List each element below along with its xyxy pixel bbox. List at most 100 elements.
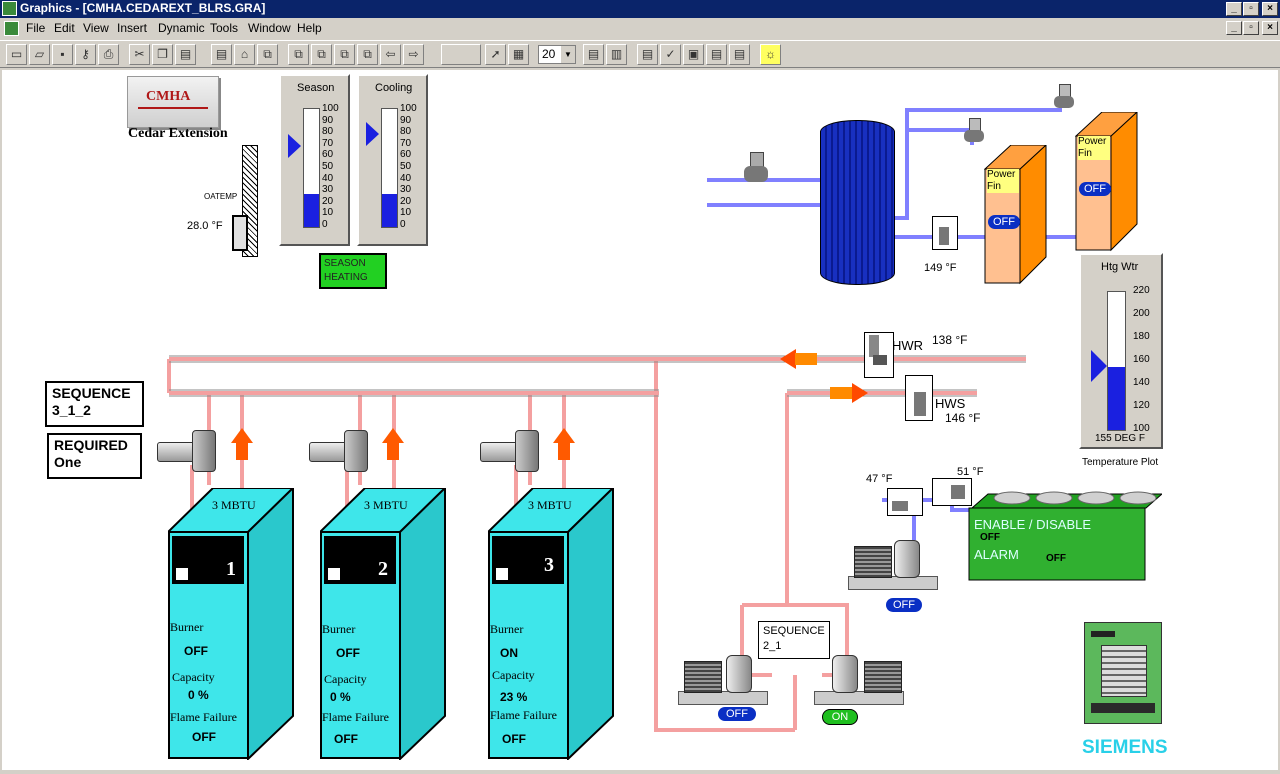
pump-right-icon[interactable] bbox=[814, 655, 904, 705]
trend-icon[interactable]: ▤ bbox=[583, 44, 604, 65]
home-icon[interactable]: ⌂ bbox=[234, 44, 255, 65]
boiler-3[interactable]: 3 MBTU 3 Burner ON Capacity 23 % Flame F… bbox=[488, 488, 614, 760]
pump-left-status[interactable]: OFF bbox=[718, 707, 756, 721]
paste-icon[interactable]: ▤ bbox=[175, 44, 196, 65]
graphics-canvas: CMHA Cedar Extension OATEMP 28.0 °F Seas… bbox=[2, 70, 1278, 770]
dry-cooler[interactable]: ENABLE / DISABLE OFF ALARM OFF bbox=[968, 490, 1162, 582]
layer-dropdown[interactable] bbox=[441, 44, 481, 65]
required-box: REQUIRED One bbox=[47, 433, 142, 479]
tree-icon[interactable]: ▤ bbox=[706, 44, 727, 65]
boiler-1-body bbox=[168, 488, 294, 760]
menu-help[interactable]: Help bbox=[297, 21, 322, 35]
controller-board-icon[interactable] bbox=[1084, 622, 1162, 724]
doc-close-button[interactable]: × bbox=[1262, 21, 1278, 35]
object-icon[interactable]: ▣ bbox=[683, 44, 704, 65]
copy-icon[interactable]: ❐ bbox=[152, 44, 173, 65]
season-gauge-tick: 20 bbox=[322, 195, 334, 207]
back-arrow-icon[interactable]: ⇦ bbox=[380, 44, 401, 65]
cooling-gauge-tick: 20 bbox=[400, 195, 412, 207]
zoom-select[interactable]: 20 ▼ bbox=[538, 45, 576, 64]
cooling-gauge-fill bbox=[382, 193, 397, 227]
boiler-3-number: 3 bbox=[544, 554, 554, 576]
cut-icon[interactable]: ✂ bbox=[129, 44, 150, 65]
properties-icon[interactable]: ▤ bbox=[637, 44, 658, 65]
new-icon[interactable]: ▭ bbox=[6, 44, 27, 65]
boiler-2-number: 2 bbox=[378, 558, 388, 580]
menu-file[interactable]: File bbox=[26, 21, 46, 35]
pump-right-status[interactable]: ON bbox=[822, 709, 858, 725]
close-button[interactable]: × bbox=[1262, 2, 1278, 16]
key-icon[interactable]: ⚷ bbox=[75, 44, 96, 65]
lightbulb-icon[interactable]: ☼ bbox=[760, 44, 781, 65]
htg-wtr-tick: 220 bbox=[1133, 285, 1150, 296]
power-fin-1-status[interactable]: OFF bbox=[988, 215, 1020, 229]
cmha-logo: CMHA bbox=[127, 76, 219, 128]
chevron-down-icon[interactable]: ▼ bbox=[561, 46, 575, 63]
grid-icon[interactable]: ▦ bbox=[508, 44, 529, 65]
boiler-1-burner-label: Burner bbox=[170, 620, 204, 634]
cooler-pump-status[interactable]: OFF bbox=[886, 598, 922, 612]
window-title: Graphics - [CMHA.CEDAREXT_BLRS.GRA] bbox=[20, 1, 266, 15]
boiler-1[interactable]: 3 MBTU 1 Burner OFF Capacity 0 % Flame F… bbox=[168, 488, 294, 760]
htg-wtr-tube bbox=[1107, 291, 1126, 431]
cooling-gauge-tick: 0 bbox=[400, 219, 406, 230]
boiler2-up-arrow-icon bbox=[382, 428, 404, 443]
tank-valve-icon bbox=[742, 152, 770, 186]
power-fin-1[interactable]: Power Fin OFF bbox=[984, 145, 1050, 285]
htg-wtr-caption: Temperature Plot bbox=[1082, 457, 1159, 468]
select-pointer-icon[interactable]: ➚ bbox=[485, 44, 506, 65]
minimize-button[interactable]: _ bbox=[1226, 2, 1242, 16]
network-icon[interactable]: ⧉ bbox=[257, 44, 278, 65]
htg-wtr-tick: 200 bbox=[1133, 308, 1150, 319]
cooling-gauge-tick: 50 bbox=[400, 161, 412, 172]
boiler-2-rating: 3 MBTU bbox=[364, 498, 408, 512]
check-icon[interactable]: ✓ bbox=[660, 44, 681, 65]
save-icon[interactable]: ▪ bbox=[52, 44, 73, 65]
maximize-button[interactable]: ▫ bbox=[1243, 2, 1259, 16]
menu-window[interactable]: Window bbox=[248, 21, 291, 35]
cooling-gauge-title: Cooling bbox=[375, 82, 413, 94]
link-icon-2[interactable]: ⧉ bbox=[311, 44, 332, 65]
boiler3-up-arrow-icon bbox=[553, 428, 575, 443]
doc-restore-button[interactable]: ▫ bbox=[1243, 21, 1259, 35]
season-gauge-tick: 40 bbox=[322, 172, 334, 184]
link-icon-3[interactable]: ⧉ bbox=[334, 44, 355, 65]
cooler-enable-value: OFF bbox=[980, 532, 1000, 543]
required-line1: REQUIRED bbox=[54, 437, 128, 453]
menu-edit[interactable]: Edit bbox=[54, 21, 75, 35]
cooler-pump-icon[interactable] bbox=[848, 540, 938, 590]
power-fin-2[interactable]: Power Fin OFF bbox=[1075, 112, 1141, 252]
power-fin-2-status[interactable]: OFF bbox=[1079, 182, 1111, 196]
season-gauge-title: Season bbox=[297, 82, 335, 94]
power-fin-1-valve-icon bbox=[964, 118, 984, 144]
expansion-tank bbox=[820, 120, 895, 285]
forward-arrow-icon[interactable]: ⇨ bbox=[403, 44, 424, 65]
cooling-gauge-tick: 70 bbox=[400, 137, 412, 149]
open-graphic-icon[interactable]: ▤ bbox=[211, 44, 232, 65]
doc-minimize-button[interactable]: _ bbox=[1226, 21, 1242, 35]
season-gauge-tick: 50 bbox=[322, 161, 334, 172]
document-icon[interactable] bbox=[4, 21, 19, 36]
hws-label: HWS bbox=[935, 396, 966, 411]
pump-left-icon[interactable] bbox=[678, 655, 768, 705]
htg-wtr-title: Htg Wtr bbox=[1101, 261, 1139, 273]
menu-dynamic[interactable]: Dynamic bbox=[158, 21, 205, 35]
link-icon-1[interactable]: ⧉ bbox=[288, 44, 309, 65]
boiler-2[interactable]: 3 MBTU 2 Burner OFF Capacity 0 % Flame F… bbox=[320, 488, 446, 760]
menu-tools[interactable]: Tools bbox=[210, 21, 239, 35]
menu-insert[interactable]: Insert bbox=[117, 21, 148, 35]
htg-wtr-pointer bbox=[1091, 349, 1107, 382]
link-icon-4[interactable]: ⧉ bbox=[357, 44, 378, 65]
open-icon[interactable]: ▱ bbox=[29, 44, 50, 65]
menu-view[interactable]: View bbox=[83, 21, 109, 35]
list-icon[interactable]: ▤ bbox=[729, 44, 750, 65]
season-status[interactable]: SEASON HEATING bbox=[319, 253, 387, 289]
supply-flow-arrow-icon bbox=[830, 383, 868, 403]
htg-wtr-tick: 160 bbox=[1133, 354, 1150, 365]
print-icon[interactable]: ⎙ bbox=[98, 44, 119, 65]
boiler2-valve-stem-icon bbox=[344, 430, 368, 472]
chart-icon[interactable]: ▥ bbox=[606, 44, 627, 65]
htg-wtr-readout: 155 DEG F bbox=[1095, 433, 1146, 444]
hwr-temp: 138 °F bbox=[932, 333, 968, 347]
